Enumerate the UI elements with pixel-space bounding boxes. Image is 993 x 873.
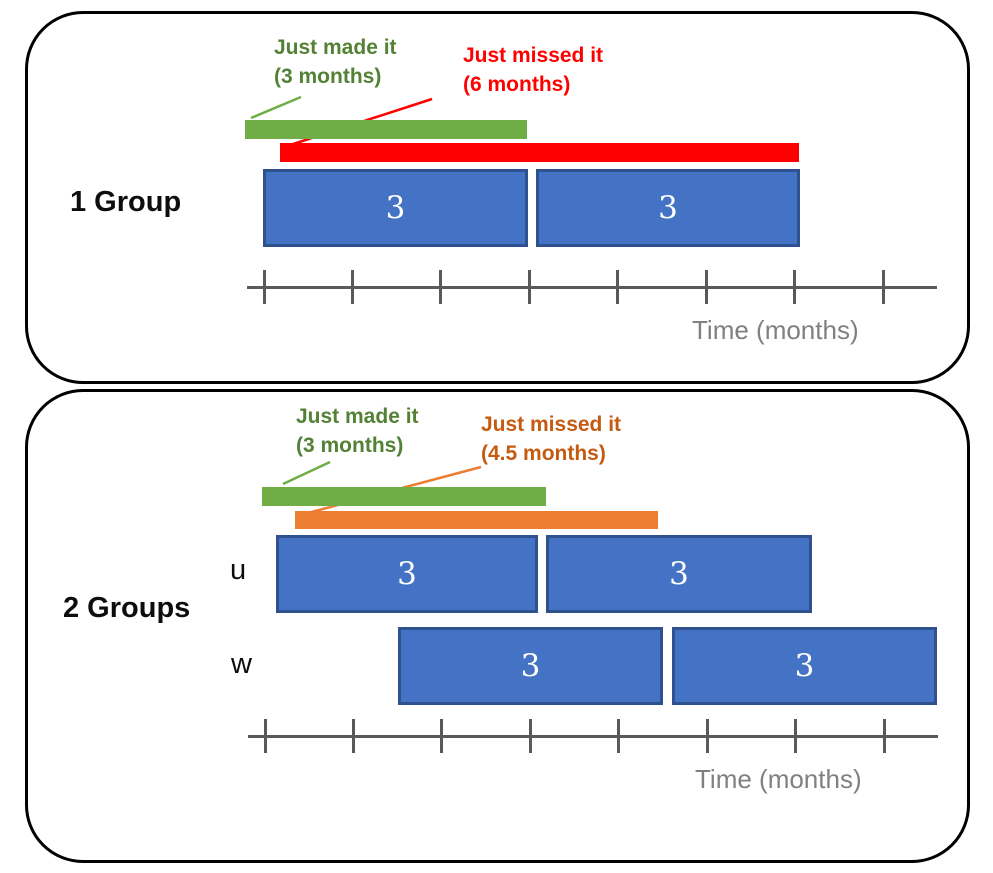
axis-tick bbox=[706, 719, 709, 753]
axis-tick bbox=[528, 270, 531, 304]
axis-tick bbox=[440, 719, 443, 753]
axis-line bbox=[248, 735, 938, 738]
made-bar-1 bbox=[245, 120, 527, 139]
duration-box: 3 bbox=[672, 627, 937, 705]
annotation-just-made-it-2: Just made it (3 months) bbox=[296, 402, 419, 460]
panel-1-group bbox=[25, 11, 970, 384]
annotation-just-missed-it-2: Just missed it (4.5 months) bbox=[481, 410, 621, 468]
axis-tick bbox=[793, 270, 796, 304]
timeline-axis-1 bbox=[247, 270, 937, 304]
missed-bar-1 bbox=[280, 143, 799, 162]
panel-2-groups bbox=[25, 389, 970, 863]
axis-tick bbox=[883, 719, 886, 753]
annotation-line: (4.5 months) bbox=[481, 442, 606, 465]
annotation-line: Just made it bbox=[296, 405, 419, 428]
annotation-line: (3 months) bbox=[274, 65, 382, 88]
axis-tick bbox=[705, 270, 708, 304]
duration-value: 3 bbox=[520, 648, 541, 684]
duration-box: 3 bbox=[263, 169, 528, 247]
annotation-just-missed-it-1: Just missed it (6 months) bbox=[463, 41, 603, 99]
duration-box: 3 bbox=[276, 535, 538, 613]
axis-tick bbox=[439, 270, 442, 304]
timeline-axis-2 bbox=[248, 719, 938, 753]
annotation-line: Just missed it bbox=[463, 44, 604, 67]
axis-tick bbox=[882, 270, 885, 304]
annotation-just-made-it-1: Just made it (3 months) bbox=[274, 33, 397, 91]
panel2-title: 2 Groups bbox=[63, 592, 191, 624]
axis-tick bbox=[616, 270, 619, 304]
duration-box: 3 bbox=[398, 627, 663, 705]
group-u-label: u bbox=[230, 554, 247, 586]
axis-tick bbox=[617, 719, 620, 753]
axis-tick bbox=[352, 719, 355, 753]
duration-value: 3 bbox=[397, 556, 417, 592]
annotation-line: Just made it bbox=[274, 36, 397, 59]
duration-value: 3 bbox=[669, 556, 689, 592]
axis-tick bbox=[264, 719, 267, 753]
made-bar-2 bbox=[262, 487, 546, 506]
axis-tick bbox=[529, 719, 532, 753]
axis-tick bbox=[794, 719, 797, 753]
group-w-label: w bbox=[231, 648, 252, 680]
missed-bar-2 bbox=[295, 511, 658, 529]
duration-box: 3 bbox=[546, 535, 812, 613]
duration-value: 3 bbox=[794, 648, 815, 684]
axis-label-1: Time (months) bbox=[692, 315, 859, 345]
axis-label-2: Time (months) bbox=[695, 764, 862, 794]
annotation-line: Just missed it bbox=[481, 413, 622, 436]
axis-tick bbox=[351, 270, 354, 304]
axis-line bbox=[247, 286, 937, 289]
duration-value: 3 bbox=[385, 190, 406, 226]
panel1-title: 1 Group bbox=[70, 186, 182, 218]
axis-tick bbox=[263, 270, 266, 304]
duration-box: 3 bbox=[536, 169, 800, 247]
annotation-line: (6 months) bbox=[463, 73, 571, 96]
duration-value: 3 bbox=[658, 190, 678, 226]
annotation-line: (3 months) bbox=[296, 434, 404, 457]
